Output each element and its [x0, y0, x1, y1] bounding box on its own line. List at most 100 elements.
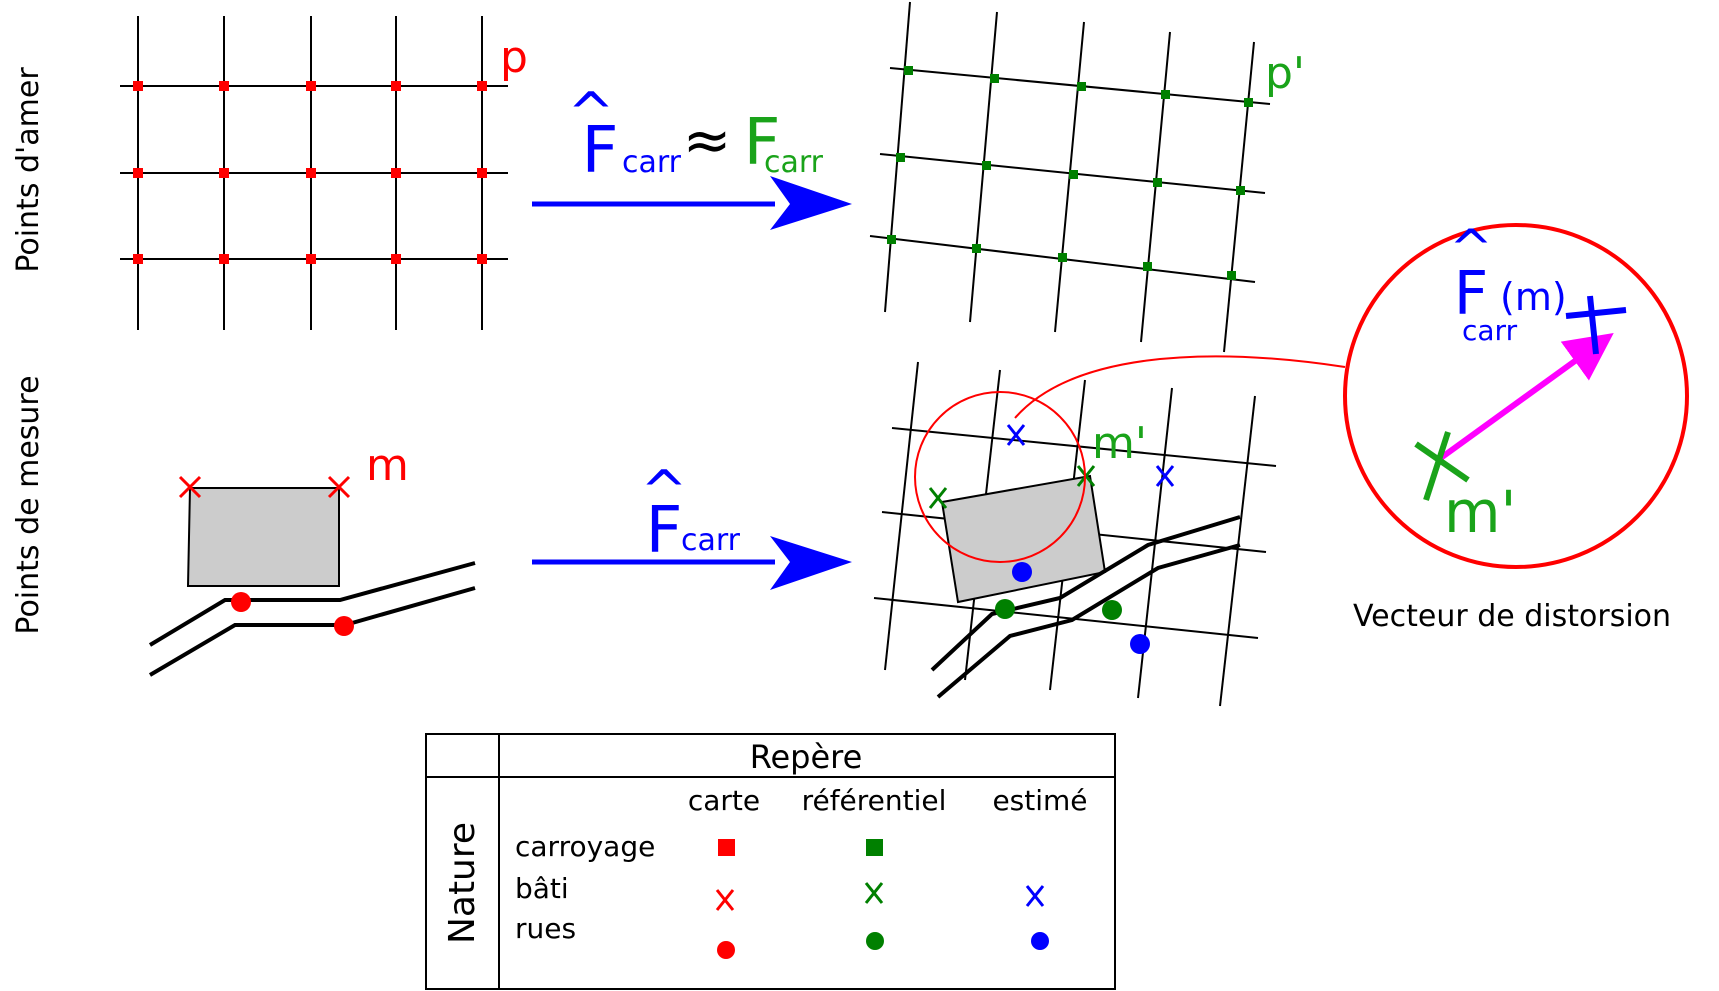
transform-arrow-top	[532, 176, 852, 230]
hat-mark: ^	[641, 459, 688, 524]
grid-point-marker	[477, 254, 487, 264]
distortion-caption: Vecteur de distorsion	[1353, 599, 1671, 634]
cross-marker	[1025, 885, 1045, 907]
legend-row-rues: rues	[515, 912, 576, 945]
grid-point-marker	[306, 81, 316, 91]
grid-point-marker	[306, 254, 316, 264]
f-letter: F	[744, 106, 781, 180]
grid-point-marker	[133, 81, 143, 91]
dot-marker	[1031, 932, 1049, 950]
f-hat-letter: F	[1454, 259, 1489, 329]
hat-mark: ^	[568, 81, 615, 146]
legend-row-carroyage: carroyage	[515, 830, 655, 863]
grid-point-marker	[391, 254, 401, 264]
map-streets	[148, 561, 476, 677]
row-label-points-mesure: Points de mesure	[11, 375, 46, 634]
reference-building	[940, 474, 1107, 604]
grid-point-marker	[972, 244, 981, 253]
label-p: p	[500, 32, 528, 83]
cross-marker	[178, 475, 202, 499]
dot-marker	[717, 941, 735, 959]
map-grid-points	[133, 81, 487, 264]
grid-point-marker	[887, 235, 896, 244]
reference-street-points	[995, 599, 1122, 620]
grid-point-marker	[1236, 186, 1245, 195]
estimated-building-points	[1006, 424, 1175, 487]
zoom-label-m-prime: m'	[1444, 478, 1516, 546]
formula-estimate: ^ F carr	[641, 459, 741, 568]
dot-marker	[995, 599, 1015, 619]
grid-point-marker	[1153, 178, 1162, 187]
cross-marker	[715, 889, 735, 911]
reference-building-points	[928, 465, 1096, 509]
reference-grid-points	[887, 66, 1253, 280]
f-hat-subscript: carr	[622, 145, 682, 180]
f-hat-letter: F	[582, 114, 619, 188]
label-m-prime: m'	[1092, 418, 1147, 469]
zoom-reference-point	[1414, 431, 1470, 501]
cross-marker	[1076, 465, 1096, 487]
legend-side-header: Nature	[442, 822, 483, 944]
reference-streets	[930, 515, 1241, 699]
arrow-right-icon	[770, 176, 852, 230]
grid-point-marker	[306, 168, 316, 178]
distortion-vector	[1436, 332, 1614, 463]
map-building-points	[178, 475, 351, 499]
label-p-prime: p'	[1265, 48, 1305, 99]
cross-marker	[327, 475, 351, 499]
grid-point-marker	[982, 161, 991, 170]
zoom-formula: ^ F (m) carr	[1449, 219, 1566, 347]
legend-col-referentiel: référentiel	[802, 784, 947, 817]
zoom-connector-line	[1014, 355, 1346, 419]
grid-point-marker	[1069, 170, 1078, 179]
transform-arrow-bottom	[532, 536, 852, 590]
square-marker	[718, 839, 735, 856]
grid-point-marker	[1227, 271, 1236, 280]
zoom-source-circle	[914, 391, 1086, 563]
legend-col-carte: carte	[688, 784, 760, 817]
f-hat-subscript: carr	[681, 523, 741, 558]
dot-marker	[1102, 600, 1122, 620]
f-hat-subscript: carr	[1462, 314, 1518, 347]
dot-marker	[231, 592, 251, 612]
f-hat-letter: F	[646, 494, 683, 568]
cross-marker	[928, 487, 948, 509]
map-street-points	[231, 592, 354, 636]
cross-marker	[1565, 295, 1627, 355]
grid-point-marker	[477, 168, 487, 178]
estimated-points	[1012, 562, 1150, 654]
grid-point-marker	[477, 81, 487, 91]
dot-marker	[334, 616, 354, 636]
grid-point-marker	[219, 254, 229, 264]
grid-point-marker	[391, 168, 401, 178]
cross-marker	[1006, 424, 1026, 446]
grid-point-marker	[133, 168, 143, 178]
zoom-estimated-point	[1565, 295, 1627, 355]
grid-point-marker	[133, 254, 143, 264]
arrow-right-icon	[770, 536, 852, 590]
grid-point-marker	[219, 168, 229, 178]
grid-point-marker	[1244, 98, 1253, 107]
legend-table: Repère Nature carte référentiel estimé c…	[425, 733, 1116, 990]
grid-point-marker	[1143, 262, 1152, 271]
grid-point-marker	[904, 66, 913, 75]
dot-marker	[1012, 562, 1032, 582]
grid-point-marker	[1058, 253, 1067, 262]
grid-point-marker	[1077, 82, 1086, 91]
legend-col-estime: estimé	[992, 784, 1087, 817]
grid-point-marker	[990, 74, 999, 83]
hat-mark: ^	[1449, 219, 1493, 279]
label-m: m	[366, 440, 409, 491]
f-subscript: carr	[764, 145, 824, 180]
grid-point-marker	[219, 81, 229, 91]
dot-marker	[866, 932, 884, 950]
cross-marker	[1414, 431, 1470, 501]
legend-header: Repère	[750, 738, 863, 776]
formula-approx: ^ F carr ≈ F carr	[568, 81, 824, 188]
square-marker	[866, 839, 883, 856]
legend-row-bati: bâti	[515, 872, 569, 905]
map-building	[186, 487, 340, 587]
approx-sign: ≈	[683, 106, 732, 174]
row-label-points-amer: Points d'amer	[11, 67, 46, 273]
